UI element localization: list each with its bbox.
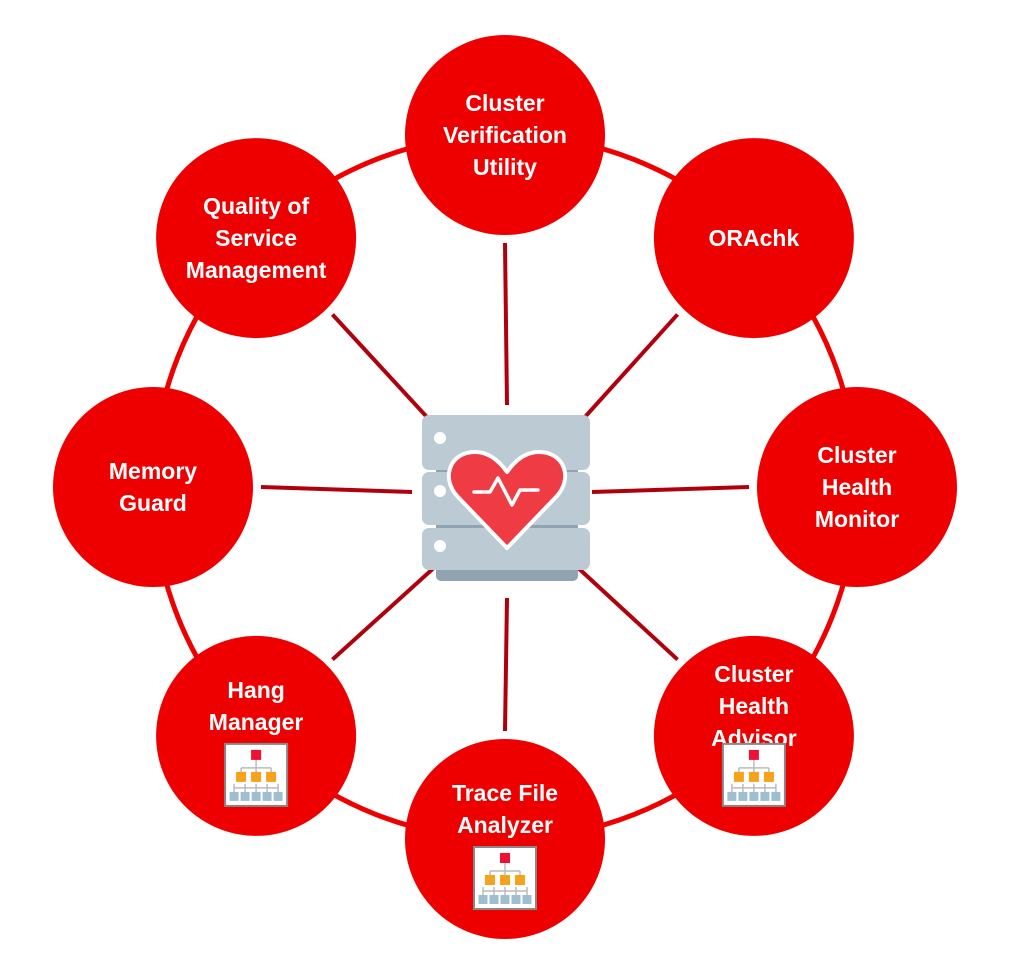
node-label-line: Cluster [465, 90, 544, 116]
hierarchy-chart-icon [473, 846, 537, 910]
node-label-line: Cluster [714, 661, 793, 687]
node-label-line: Hang [227, 677, 285, 703]
node-orachk[interactable]: ORAchk [653, 138, 854, 339]
node-label-line: Management [186, 257, 327, 283]
node-circle [653, 138, 854, 339]
node-label-line: Health [822, 474, 892, 500]
spoke-qos [330, 313, 439, 430]
node-circle [405, 739, 605, 939]
node-label-line: Cluster [817, 442, 896, 468]
spoke-cvu [503, 242, 509, 406]
node-label-line: ORAchk [709, 225, 800, 251]
node-circle [156, 635, 357, 836]
node-label-line: Utility [473, 154, 537, 180]
spokes [260, 242, 750, 732]
server-heart-monitor-icon [422, 415, 590, 581]
node-label-line: Monitor [815, 506, 899, 532]
node-label-line: Trace File [452, 780, 558, 806]
node-label-line: Guard [119, 490, 187, 516]
node-label-line: Manager [209, 709, 304, 735]
spoke-memguard [260, 485, 413, 494]
spoke-chm [591, 485, 750, 494]
node-circle [757, 387, 957, 587]
node-label-line: Quality of [203, 193, 309, 219]
hierarchy-chart-icon [721, 742, 786, 807]
node-circle [156, 138, 357, 339]
node-label-line: Health [719, 693, 789, 719]
node-label-line: Memory [109, 458, 197, 484]
node-label-line: Service [215, 225, 297, 251]
spoke-orachk [573, 313, 680, 430]
node-label: ORAchk [709, 225, 800, 251]
node-circle [53, 387, 253, 587]
spoke-cha [573, 563, 679, 662]
heart-icon [446, 450, 568, 550]
node-label-line: Verification [443, 122, 567, 148]
pulse-line-icon [472, 476, 540, 507]
node-circle [653, 635, 854, 836]
spoke-hang [331, 563, 439, 662]
node-circle [405, 35, 605, 235]
spoke-tfa [503, 597, 509, 732]
node-label-line: Analyzer [457, 812, 553, 838]
hierarchy-chart-icon [224, 742, 289, 807]
